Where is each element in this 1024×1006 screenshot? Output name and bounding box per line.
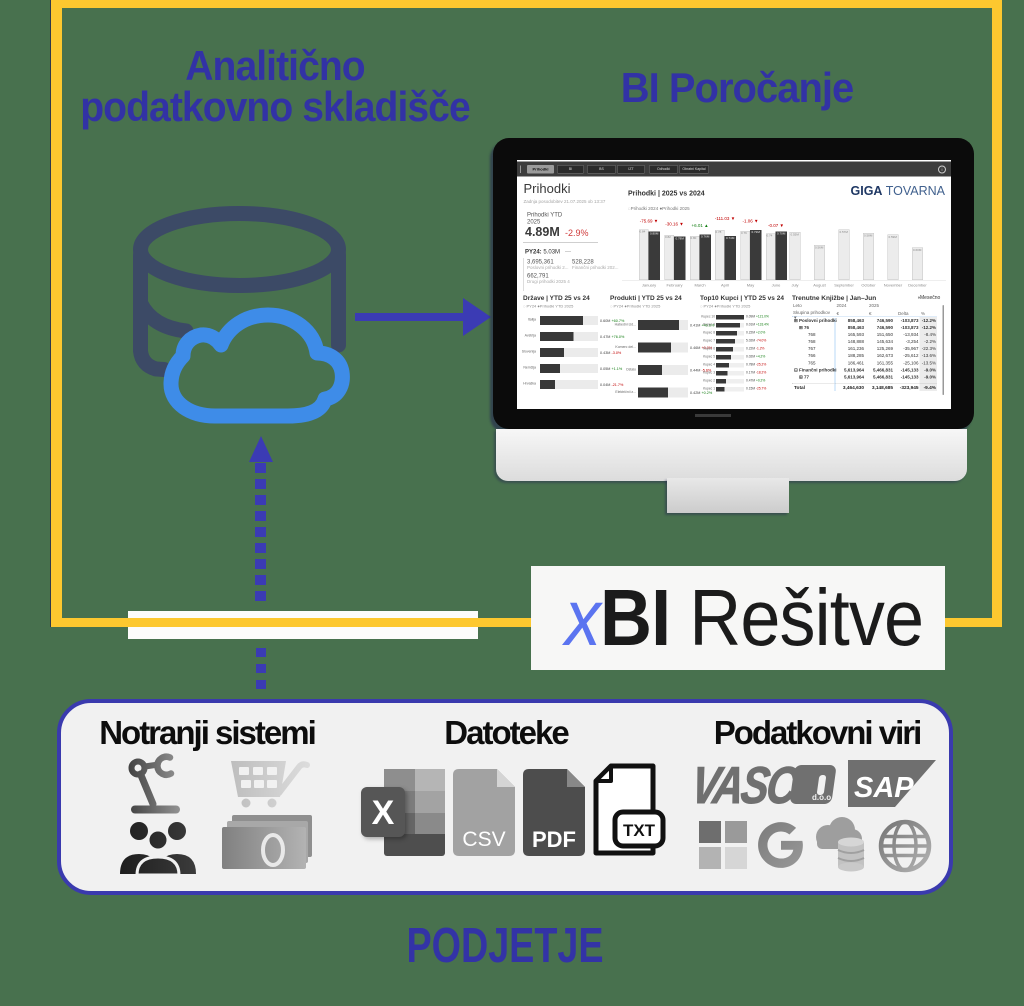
svg-text:SAP: SAP: [854, 772, 914, 804]
svg-text:X: X: [372, 794, 395, 832]
svg-text:PDF: PDF: [532, 827, 576, 852]
svg-text:TXT: TXT: [623, 821, 656, 840]
svg-text:CSV: CSV: [462, 828, 505, 851]
